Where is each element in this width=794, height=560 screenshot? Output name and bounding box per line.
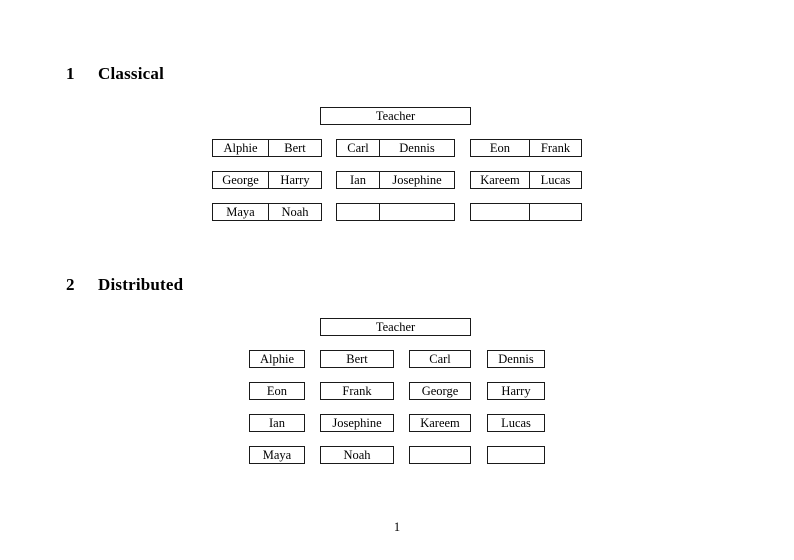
name-cell: Ian [336, 171, 380, 189]
name-cell: Alphie [249, 350, 305, 368]
name-cell: Noah [269, 203, 322, 221]
empty-cell [380, 203, 455, 221]
name-cell: Dennis [487, 350, 545, 368]
table-row: Alphie Bert [212, 139, 322, 157]
table-row: Alphie Bert Carl Dennis [249, 350, 549, 368]
name-cell: Eon [470, 139, 530, 157]
name-cell: Harry [269, 171, 322, 189]
name-cell: Maya [212, 203, 269, 221]
name-cell: Kareem [470, 171, 530, 189]
empty-cell [487, 446, 545, 464]
name-cell: Josephine [320, 414, 394, 432]
name-cell: Carl [336, 139, 380, 157]
name-cell: Maya [249, 446, 305, 464]
empty-cell [470, 203, 530, 221]
table-row: Maya Noah [249, 446, 549, 464]
name-cell: George [212, 171, 269, 189]
section-number: 2 [66, 275, 75, 294]
name-cell: Ian [249, 414, 305, 432]
table-row: Kareem Lucas [470, 171, 582, 189]
name-cell: Lucas [487, 414, 545, 432]
section-title: Distributed [98, 275, 184, 294]
name-cell: George [409, 382, 471, 400]
table-row: Maya Noah [212, 203, 322, 221]
section-number: 1 [66, 64, 75, 83]
name-cell: Frank [530, 139, 582, 157]
name-cell: Harry [487, 382, 545, 400]
empty-cell [336, 203, 380, 221]
name-cell: Kareem [409, 414, 471, 432]
name-cell: Josephine [380, 171, 455, 189]
table-row [336, 203, 455, 221]
teacher-box-distributed: Teacher [320, 318, 471, 336]
name-cell: Eon [249, 382, 305, 400]
table-row: Carl Dennis [336, 139, 455, 157]
section-heading-classical: 1 Classical [66, 64, 164, 84]
empty-cell [409, 446, 471, 464]
table-row: George Harry [212, 171, 322, 189]
name-cell: Carl [409, 350, 471, 368]
name-cell: Frank [320, 382, 394, 400]
table-row [470, 203, 582, 221]
name-cell: Alphie [212, 139, 269, 157]
name-cell: Bert [269, 139, 322, 157]
section-heading-distributed: 2 Distributed [66, 275, 183, 295]
name-cell: Noah [320, 446, 394, 464]
teacher-box-classical: Teacher [320, 107, 471, 125]
page-number: 1 [393, 520, 401, 534]
name-cell: Dennis [380, 139, 455, 157]
name-cell: Lucas [530, 171, 582, 189]
table-row: Eon Frank [470, 139, 582, 157]
empty-cell [530, 203, 582, 221]
section-title: Classical [98, 64, 165, 83]
name-cell: Bert [320, 350, 394, 368]
table-row: Ian Josephine Kareem Lucas [249, 414, 549, 432]
table-row: Eon Frank George Harry [249, 382, 549, 400]
table-row: Ian Josephine [336, 171, 455, 189]
